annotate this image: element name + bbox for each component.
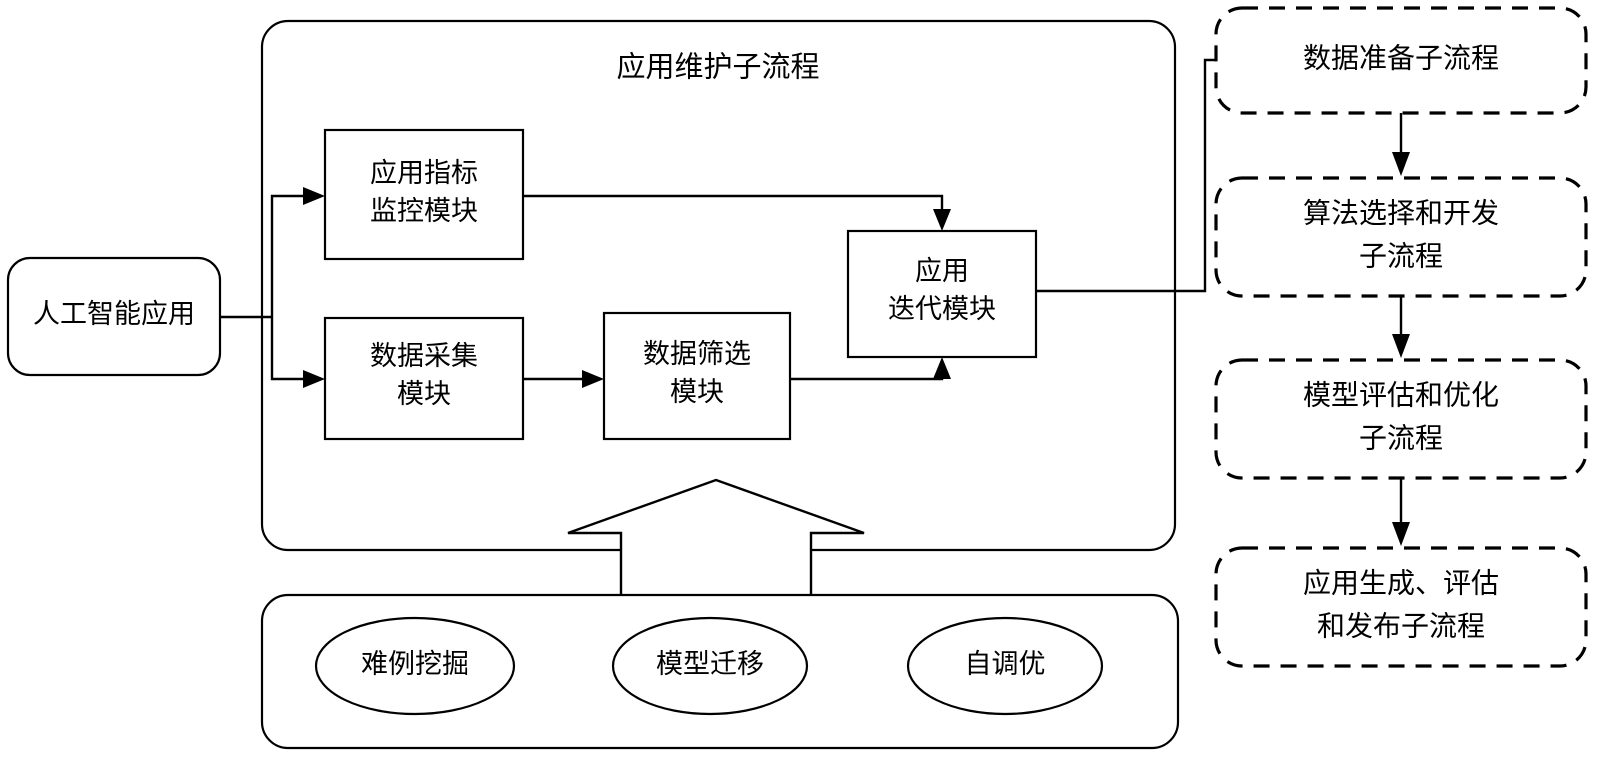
- source-node-label: 人工智能应用: [33, 299, 195, 329]
- capability-label-model-transfer: 模型迁移: [656, 649, 764, 679]
- subprocess-app-release-line1: 应用生成、评估: [1303, 567, 1499, 599]
- subprocess-data-preparation-line1: 数据准备子流程: [1303, 42, 1499, 74]
- arrowhead-algorithm-to-evaluation: [1392, 334, 1410, 358]
- arrowhead-prep-to-algorithm: [1392, 152, 1410, 176]
- subprocess-model-evaluation-line1: 模型评估和优化: [1303, 379, 1499, 411]
- main-container-title: 应用维护子流程: [616, 51, 819, 84]
- connector-bus-to-data-collection: [270, 317, 312, 381]
- module-app-iteration-line2: 迭代模块: [888, 294, 996, 324]
- subprocess-data-preparation: [1214, 6, 1588, 115]
- module-metric-monitor-line2: 监控模块: [370, 196, 478, 226]
- module-data-collection: [323, 316, 525, 441]
- main-container-app-maintenance: [260, 19, 1177, 552]
- capability-label-hard-case-mining: 难例挖掘: [361, 649, 469, 679]
- subprocess-model-evaluation: [1214, 358, 1588, 480]
- arrowhead-to-data-filter: [582, 370, 604, 388]
- module-data-collection-line2: 模块: [397, 379, 451, 409]
- module-app-iteration: [846, 229, 1038, 359]
- connector-bus-to-metric-monitor: [270, 194, 312, 317]
- subprocess-algorithm-selection-line2: 子流程: [1359, 240, 1443, 272]
- module-data-filter-line1: 数据筛选: [643, 339, 751, 369]
- module-data-filter: [602, 311, 792, 441]
- module-data-collection-line1: 数据采集: [370, 341, 478, 371]
- capability-label-auto-tuning: 自调优: [965, 649, 1046, 679]
- module-metric-monitor: [323, 128, 525, 261]
- module-app-iteration-line1: 应用: [915, 256, 969, 286]
- subprocess-algorithm-selection: [1214, 176, 1588, 298]
- arrowhead-to-metric-monitor: [303, 187, 325, 205]
- arrowhead-iteration-bottom: [933, 357, 951, 379]
- arrowhead-evaluation-to-release: [1392, 522, 1410, 546]
- subprocess-algorithm-selection-line1: 算法选择和开发: [1303, 197, 1499, 229]
- subprocess-model-evaluation-line2: 子流程: [1359, 422, 1443, 454]
- capability-oval-model-transfer: [611, 616, 809, 716]
- subprocess-app-release: [1214, 546, 1588, 668]
- capability-oval-hard-case-mining: [314, 616, 516, 716]
- subprocess-app-release-line2: 和发布子流程: [1317, 610, 1485, 642]
- module-data-filter-line2: 模块: [670, 377, 724, 407]
- arrowhead-to-data-collection: [303, 370, 325, 388]
- capability-oval-auto-tuning: [906, 616, 1104, 716]
- module-metric-monitor-line1: 应用指标: [370, 158, 478, 188]
- arrowhead-iteration-top: [933, 209, 951, 231]
